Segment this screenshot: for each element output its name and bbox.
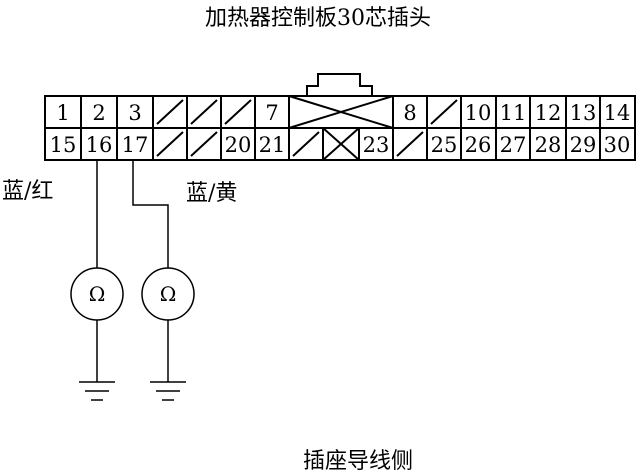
connector-latch xyxy=(306,73,373,96)
pin-label: 14 xyxy=(604,101,631,125)
pin-label: 25 xyxy=(431,133,458,157)
diagram-caption: 插座导线侧 xyxy=(303,449,413,474)
ohmmeter-right: Ω xyxy=(141,267,195,321)
pin-label: 20 xyxy=(225,133,252,157)
diagram-title: 加热器控制板30芯插头 xyxy=(205,6,431,31)
ohm-symbol: Ω xyxy=(89,282,106,306)
ohmmeter-left: Ω xyxy=(70,267,124,321)
ohm-symbol: Ω xyxy=(160,282,177,306)
wire-right xyxy=(132,160,169,382)
pin-label: 12 xyxy=(535,101,562,125)
wire-label-right: 蓝/黄 xyxy=(186,181,237,206)
pin-label: 13 xyxy=(570,101,597,125)
pin-label: 7 xyxy=(265,101,278,125)
pin-label: 2 xyxy=(92,101,105,125)
pin-label: 30 xyxy=(604,133,631,157)
top-row-pin-labels: 1 2 3 7 8 10 11 12 13 14 xyxy=(56,101,630,125)
pin-label: 17 xyxy=(122,133,149,157)
ground-icon xyxy=(79,381,115,401)
wire-label-left: 蓝/红 xyxy=(2,179,53,204)
pin-label: 21 xyxy=(259,133,286,157)
pin-label: 15 xyxy=(50,133,77,157)
connector-body xyxy=(44,95,636,161)
pin-label: 27 xyxy=(500,133,527,157)
pin-label: 11 xyxy=(500,101,527,125)
pin-label: 8 xyxy=(403,101,416,125)
connector-top-row xyxy=(80,95,601,129)
pin-label: 26 xyxy=(465,133,492,157)
pin-label: 29 xyxy=(570,133,597,157)
pin-label: 16 xyxy=(86,133,113,157)
pin-label: 10 xyxy=(465,101,492,125)
bottom-row-pin-labels: 15 16 17 20 21 23 25 26 27 28 29 30 xyxy=(50,133,631,157)
pin-label: 23 xyxy=(363,133,390,157)
ground-icon xyxy=(150,381,186,401)
connector-bottom-row xyxy=(80,127,601,161)
pin-label: 3 xyxy=(128,101,141,125)
pin-label: 1 xyxy=(56,101,69,125)
pin-label: 28 xyxy=(535,133,562,157)
